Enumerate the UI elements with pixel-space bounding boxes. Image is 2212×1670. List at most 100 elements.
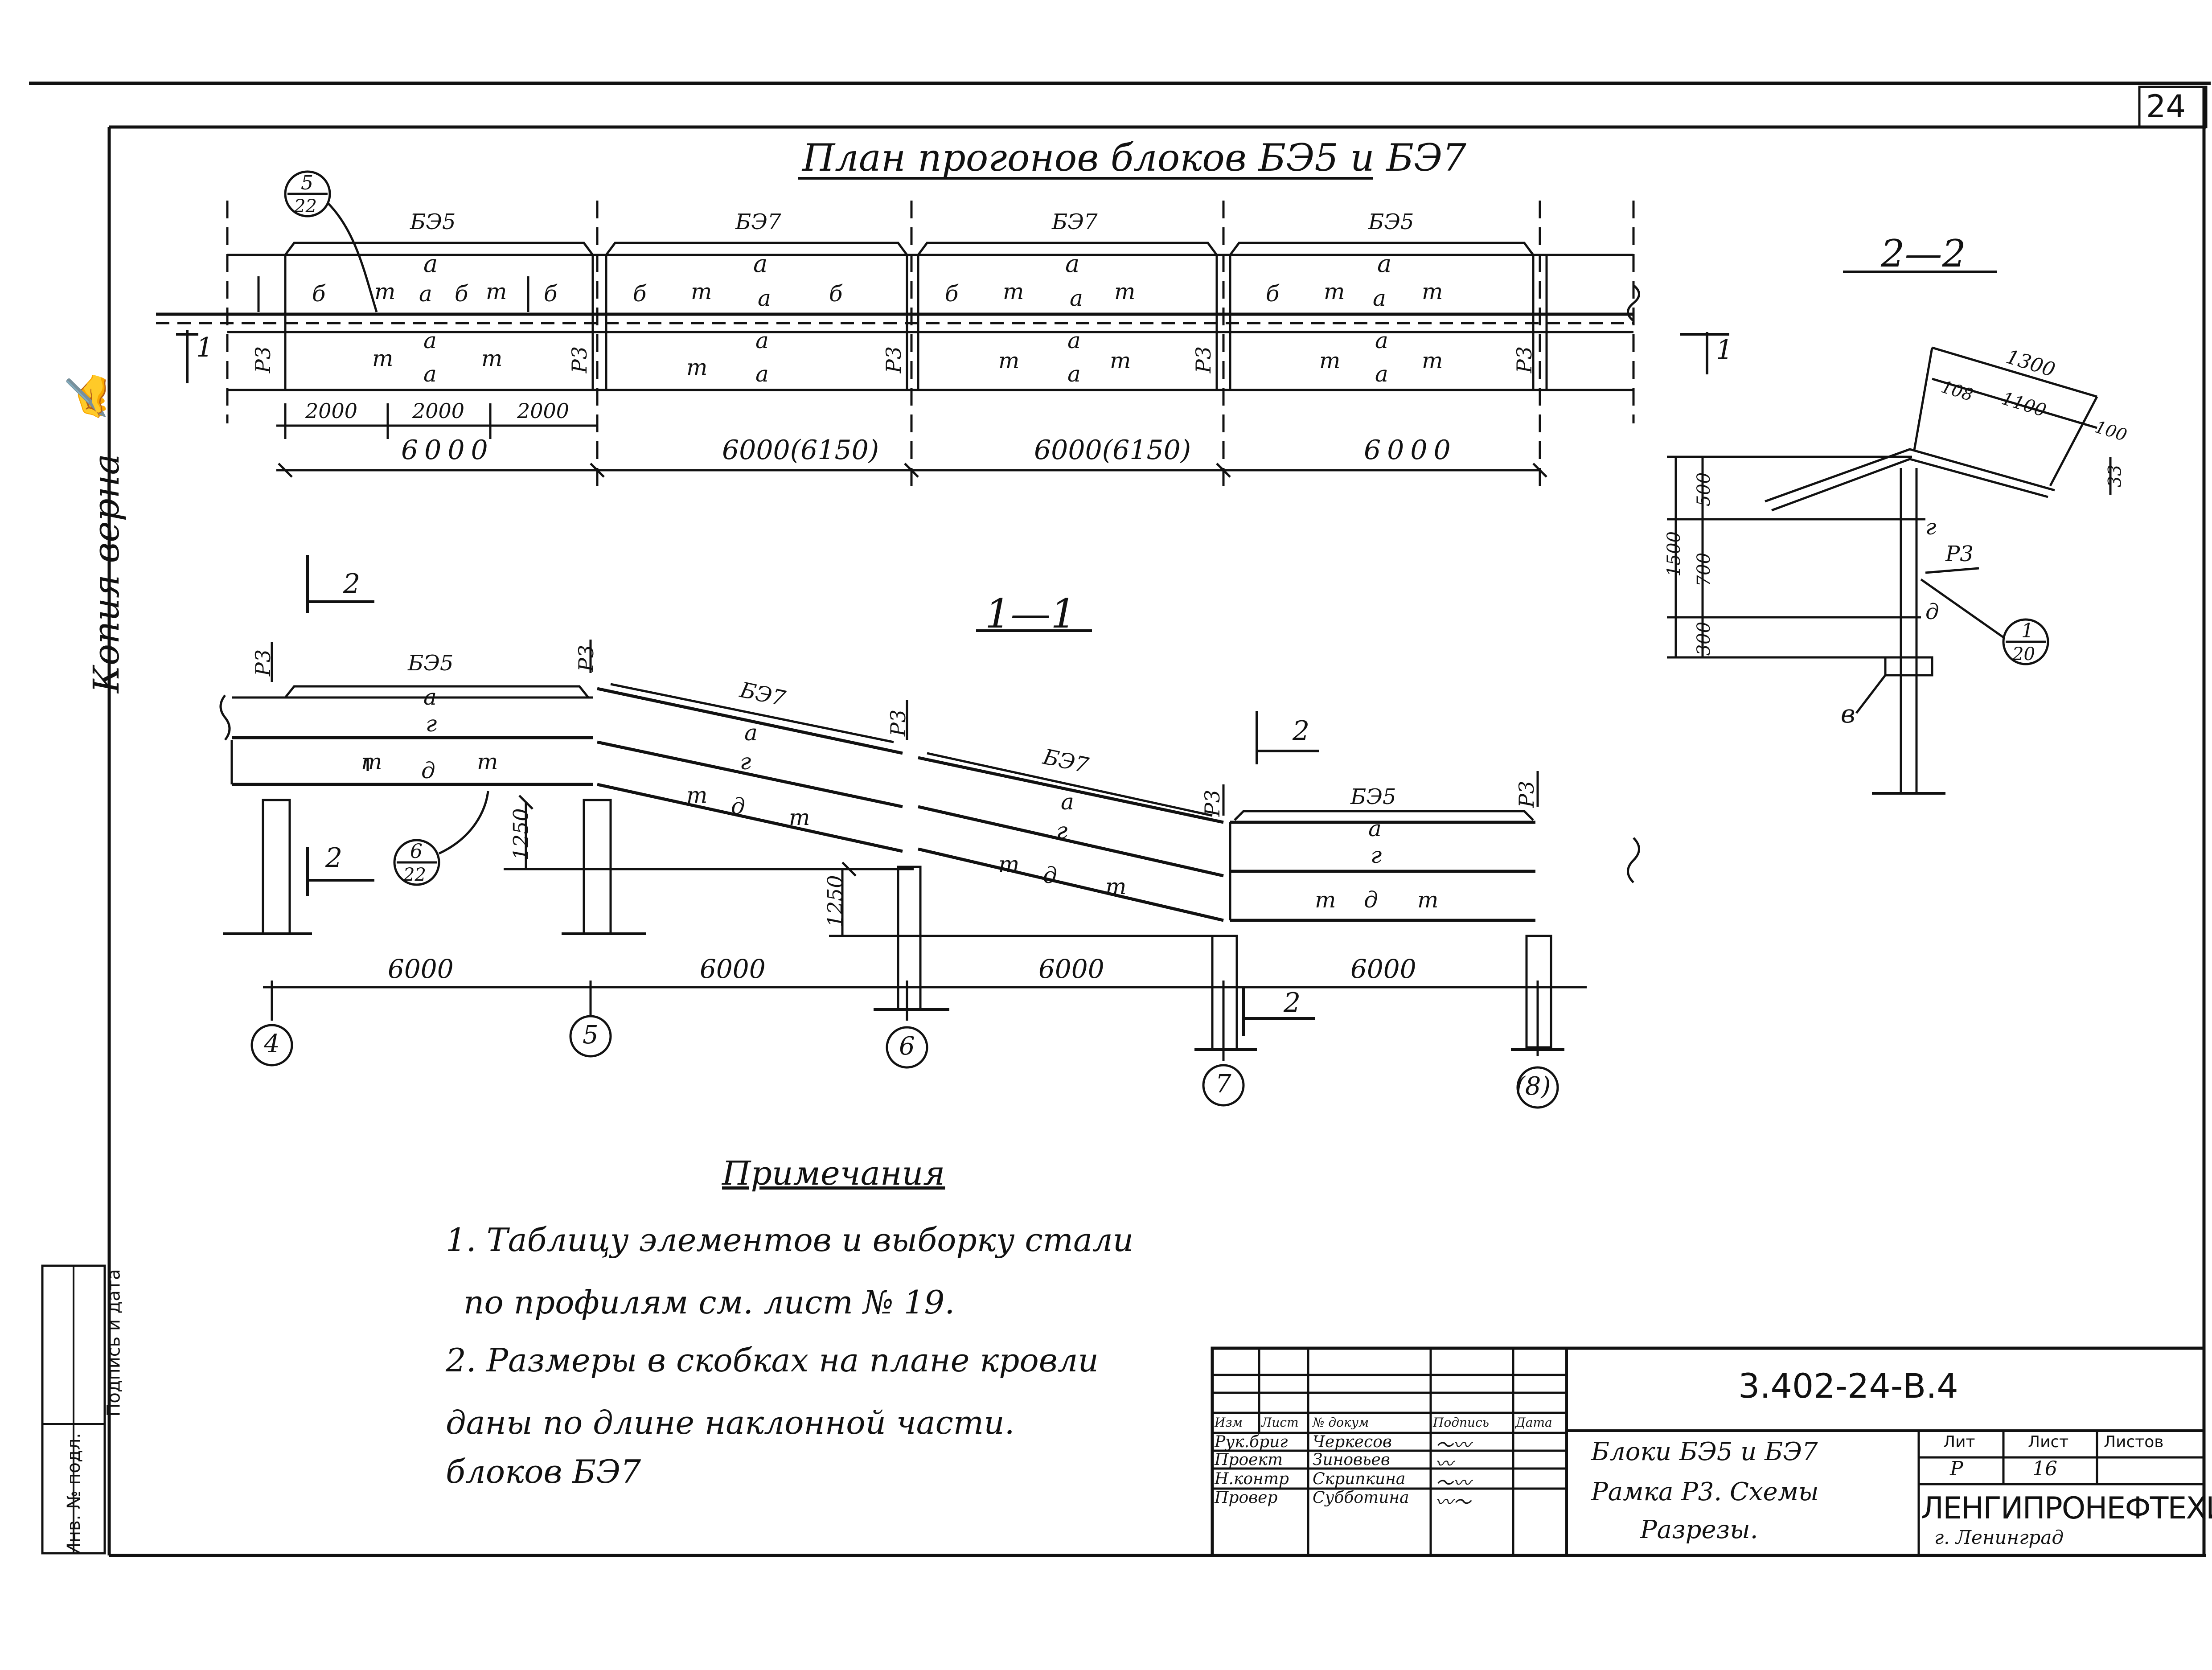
plan-label-a: а [1375,361,1388,387]
s11-label-a: а [1061,789,1074,815]
s11-cut-label: 2 [325,842,343,874]
plan-label-a: а [755,328,769,353]
plan-label-b: б [544,281,558,307]
tb-name-1: Черкесов [1313,1433,1392,1451]
note-line-4: даны по длине наклонной части. [446,1404,1015,1441]
plan-label-t: т [691,279,712,304]
plan-title: План прогонов блоков БЭ5 и БЭ7 [802,136,1466,180]
tb-sign-3: 〜〰 [1435,1473,1471,1494]
plan-label-t: т [1110,348,1131,373]
section-22-graphics [1667,271,2112,795]
tb-name-2: Зиновьев [1313,1451,1390,1469]
copy-signature: ✍ [64,373,111,423]
plan-label-b: б [1266,281,1280,307]
s11-block-4: БЭ5 [1350,784,1396,809]
plan-label-b: б [312,281,326,307]
s11-label-g: г [1056,818,1068,844]
callout-1-bottom: 20 [2012,644,2035,665]
callout-5-bottom: 22 [294,196,317,217]
tb-role-3: Н.контр [1215,1470,1289,1488]
s11-label-t: т [1417,887,1439,913]
s11-label-d: д [731,793,745,819]
tb-header-sign: Подпись [1433,1415,1490,1430]
s11-label-t: т [789,804,810,830]
s11-cut-label: 2 [343,568,361,599]
s11-label-t: т [686,782,708,808]
plan-label-a: а [1070,285,1083,311]
tb-name-4: Субботина [1313,1489,1409,1507]
plan-label-r3: Р3 [1512,346,1537,373]
plan-label-t: т [1324,279,1345,304]
tb-header-izm: Изм [1215,1415,1243,1430]
sheet-number-box [2138,86,2208,128]
tb-role-2: Проект [1215,1451,1283,1469]
plan-label-a: а [753,250,768,278]
plan-label-t: т [486,279,507,304]
s22-label-g: г [1925,515,1937,540]
plan-label-a: а [1373,285,1386,311]
plan-subdim-1: 2000 [305,399,358,423]
plan-label-t: т [481,345,503,371]
s11-cut-label: 2 [1293,715,1310,747]
notes-title: Примечания [722,1154,945,1193]
plan-label-a: а [1375,328,1388,353]
s22-label-v: в [1841,700,1855,729]
s11-label-r3: Р3 [1514,780,1539,808]
tb-header-date: Дата [1515,1415,1552,1430]
axis-label-4: 4 [264,1030,280,1059]
sheet-number: 24 [2146,88,2186,125]
plan-label-a: а [1377,250,1392,278]
tb-name-3: Скрипкина [1313,1470,1406,1488]
s22-dim-33: 33 [2105,464,2126,488]
plan-label-t: т [998,348,1020,373]
note-line-2: по профилям см. лист № 19. [464,1284,955,1321]
plan-block-4: БЭ5 [1368,209,1414,234]
tb-sign-4: 〰〜 [1435,1492,1471,1513]
plan-label-t: т [374,279,396,304]
plan-label-t: т [1003,279,1024,304]
s11-label-r3: Р3 [1200,789,1225,817]
tb-sheet-header: Лист [2028,1433,2069,1451]
axis-label-5: 5 [583,1021,599,1050]
s11-span-4: 6000 [1350,954,1416,984]
s11-label-d: д [1364,887,1378,913]
plan-label-t: т [1422,279,1443,304]
tb-role-1: Рук.бриг [1215,1433,1288,1451]
plan-label-r3: Р3 [251,346,275,373]
s11-span-2: 6000 [700,954,766,984]
s11-span-3: 6000 [1038,954,1104,984]
tb-sign-1: 〜〰 [1435,1435,1471,1456]
plan-label-a: а [423,250,438,278]
plan-label-b: б [829,281,843,307]
tb-stage-header: Лит [1943,1433,1975,1451]
plan-dim-4: 6000 [1364,435,1457,466]
note-line-3: 2. Размеры в скобках на плане кровли [446,1342,1099,1379]
plan-label-a: а [1065,250,1080,278]
title-block-code: 3.402-24-В.4 [1738,1366,1958,1406]
plan-label-t: т [686,354,708,380]
plan-label-r3: Р3 [882,346,906,373]
plan-label-a: а [1067,361,1081,387]
section-11-graphics [219,555,1640,1109]
title-block-grid [1211,1346,2206,1557]
callout-1-top: 1 [2021,620,2034,642]
plan-label-b: б [455,281,468,307]
callout-6-top: 6 [410,840,423,863]
plan-label-a: а [1067,328,1081,353]
tb-desc-2: Рамка Р3. Схемы [1591,1477,1819,1506]
s11-height-1: 1250 [509,808,533,861]
note-line-1: 1. Таблицу элементов и выборку стали [446,1221,1134,1259]
s11-label-t: т [1315,887,1336,913]
s22-dim-1500: 1500 [1663,531,1684,577]
tb-sheet: 16 [2032,1457,2057,1480]
s11-block-1: БЭ5 [408,651,454,676]
plan-dim-3: 6000(6150) [1034,435,1191,466]
plan-label-b: б [945,281,959,307]
s22-dim-300: 300 [1694,621,1715,656]
plan-dim-2: 6000(6150) [722,435,879,466]
plan-label-a: а [755,361,769,387]
s11-label-t: т [1105,874,1127,899]
plan-label-t: т [1319,348,1341,373]
s11-height-2: 1250 [823,875,847,927]
tb-sheets-header: Листов [2104,1433,2164,1451]
